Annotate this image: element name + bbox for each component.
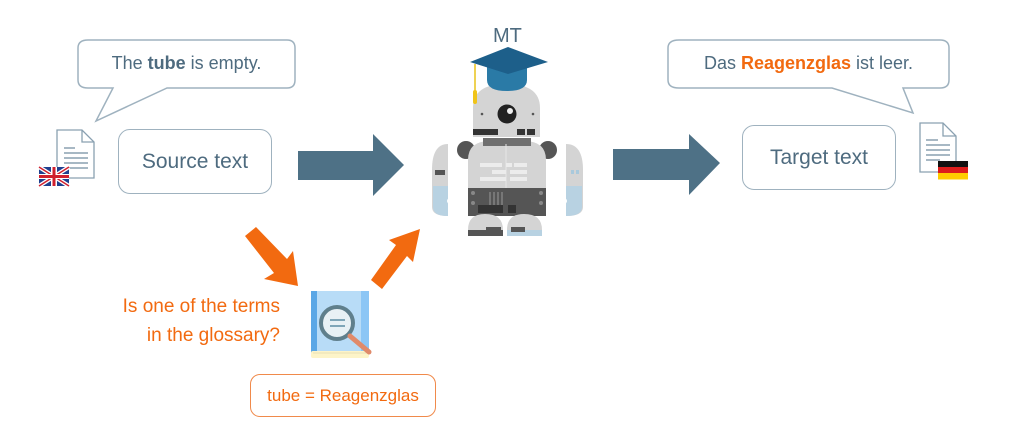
glossary-question-line: Is one of the terms bbox=[122, 296, 280, 317]
robot-graduate-icon bbox=[432, 47, 583, 236]
target-speech-bubble bbox=[667, 39, 950, 115]
source-text-box: Source text bbox=[118, 129, 272, 194]
mt-label: MT bbox=[493, 25, 522, 47]
german-flag-icon bbox=[938, 161, 968, 180]
arrow-source-to-glossary bbox=[245, 227, 298, 286]
arrow-glossary-to-mt bbox=[371, 229, 420, 289]
glossary-question: Is one of the terms in the glossary? bbox=[80, 292, 280, 350]
glossary-question-line: in the glossary? bbox=[146, 325, 280, 346]
target-sentence-part: ist leer. bbox=[851, 53, 914, 73]
target-sentence: Das Reagenzglas ist leer. bbox=[668, 53, 949, 74]
source-text-label: Source text bbox=[141, 149, 249, 173]
uk-flag-icon bbox=[37, 165, 71, 188]
arrow-source-to-mt bbox=[298, 134, 404, 196]
target-text-label: Target text bbox=[769, 145, 869, 169]
source-sentence-part: is empty. bbox=[185, 53, 262, 73]
target-document-icon bbox=[919, 122, 957, 173]
source-sentence: The tube is empty. bbox=[78, 53, 295, 74]
target-sentence-part: Das bbox=[703, 53, 741, 73]
glossary-entry-text: tube = Reagenzglas bbox=[267, 385, 419, 405]
target-text-box: Target text bbox=[742, 125, 896, 190]
source-speech-bubble bbox=[77, 39, 296, 123]
glossary-entry-box: tube = Reagenzglas bbox=[250, 374, 436, 417]
glossary-book-search-icon bbox=[311, 291, 372, 358]
source-sentence-part: The bbox=[111, 53, 148, 73]
source-term: tube bbox=[147, 53, 186, 73]
target-term: Reagenzglas bbox=[740, 53, 852, 73]
arrow-mt-to-target bbox=[613, 134, 720, 195]
